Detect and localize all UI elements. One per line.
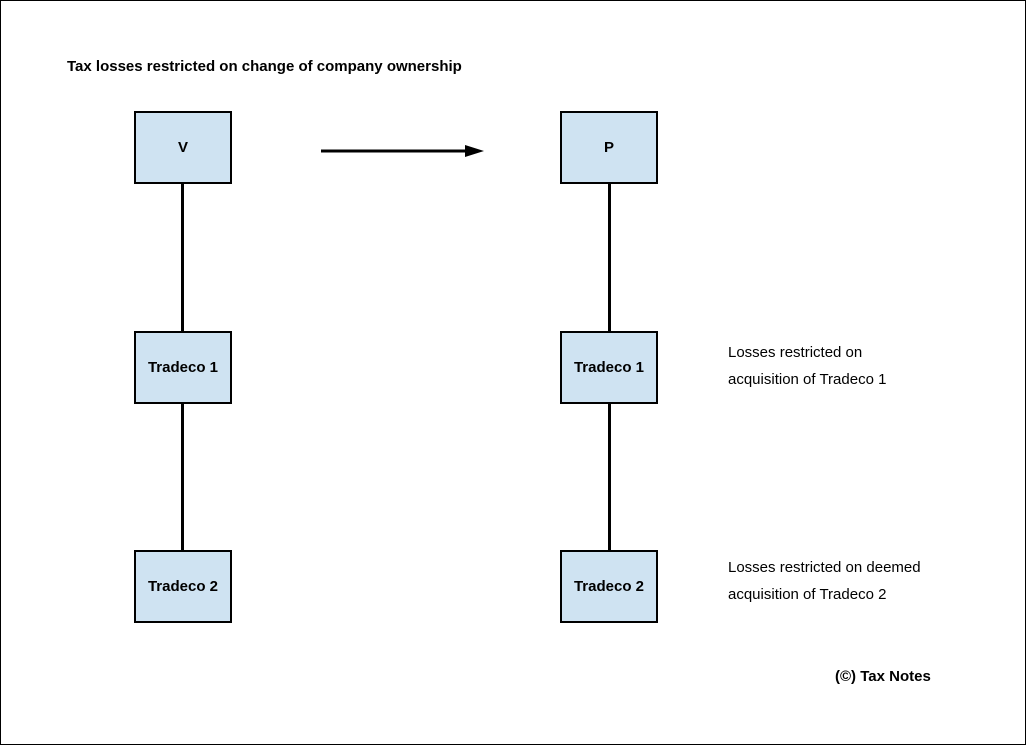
- left-box-tradeco-2: Tradeco 2: [134, 550, 232, 623]
- left-connector-bottom: [181, 404, 184, 552]
- right-box-tradeco-2-label: Tradeco 2: [573, 578, 645, 595]
- left-box-tradeco-1: Tradeco 1: [134, 331, 232, 404]
- right-box-tradeco-1: Tradeco 1: [560, 331, 658, 404]
- left-box-tradeco-1-label: Tradeco 1: [147, 359, 219, 376]
- right-box-tradeco-2: Tradeco 2: [560, 550, 658, 623]
- note-tradeco-2-line-2: acquisition of Tradeco 2: [728, 586, 887, 603]
- left-box-tradeco-2-label: Tradeco 2: [147, 578, 219, 595]
- right-box-tradeco-1-label: Tradeco 1: [573, 359, 645, 376]
- note-tradeco-2: Losses restricted on deemed acquisition …: [728, 554, 921, 608]
- arrow-right-icon: [321, 145, 484, 157]
- copyright-notice: (©) Tax Notes: [835, 668, 931, 685]
- right-box-p: P: [560, 111, 658, 184]
- left-box-v-label: V: [177, 139, 188, 156]
- note-tradeco-2-line-1: Losses restricted on deemed: [728, 559, 921, 576]
- right-connector-top: [608, 184, 611, 332]
- left-box-v: V: [134, 111, 232, 184]
- note-tradeco-1-line-2: acquisition of Tradeco 1: [728, 371, 887, 388]
- diagram-title: Tax losses restricted on change of compa…: [67, 58, 462, 75]
- right-connector-bottom: [608, 404, 611, 552]
- right-box-p-label: P: [603, 139, 614, 156]
- left-connector-top: [181, 184, 184, 332]
- note-tradeco-1-line-1: Losses restricted on: [728, 344, 863, 361]
- note-tradeco-1: Losses restricted on acquisition of Trad…: [728, 339, 886, 393]
